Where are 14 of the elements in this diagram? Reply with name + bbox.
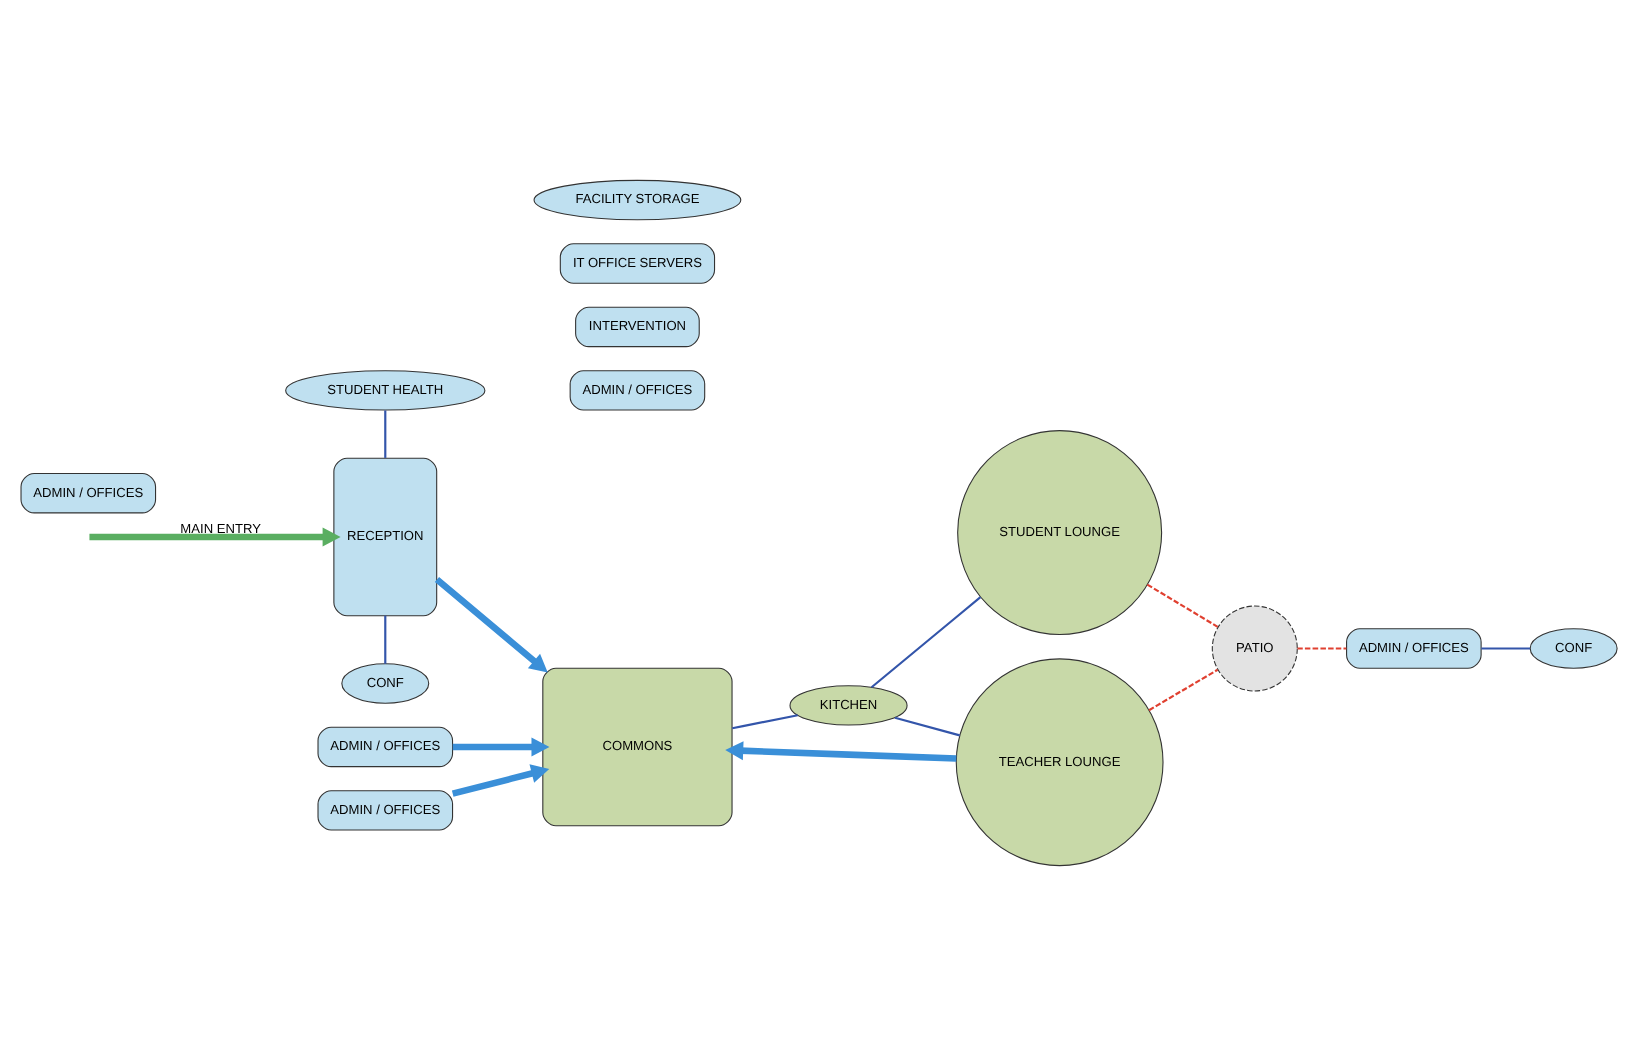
arrow — [725, 740, 957, 761]
connector — [1481, 646, 1531, 649]
arrow — [434, 575, 548, 672]
connector — [732, 713, 798, 729]
connector — [384, 614, 387, 663]
connector — [1297, 646, 1347, 649]
arrow — [451, 763, 550, 796]
connector — [894, 715, 960, 736]
connector — [384, 409, 387, 457]
connector — [1146, 582, 1219, 627]
connector — [1148, 667, 1219, 711]
arrow — [89, 526, 341, 546]
connector — [870, 595, 982, 688]
arrow — [452, 736, 550, 756]
